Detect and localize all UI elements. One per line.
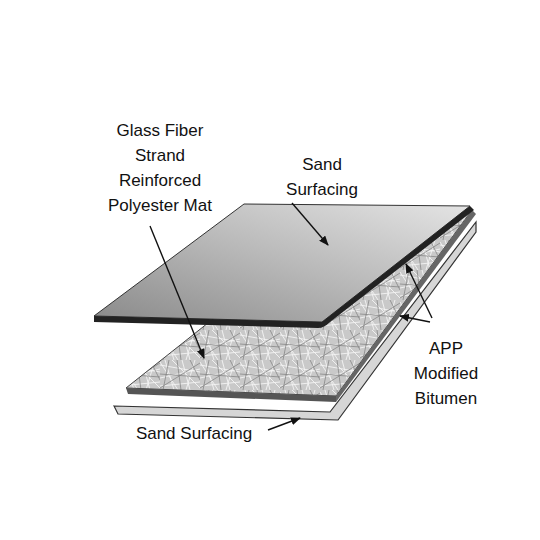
top-sheet-edge [94, 206, 474, 328]
bitumen-edge [126, 388, 336, 402]
sand-label: Sand Surfacing [276, 152, 368, 202]
sand-label: Sand Surfacing [136, 421, 252, 446]
top-sand-sheet [94, 204, 470, 322]
leader-lines [150, 203, 432, 430]
mat-label: Glass Fiber Strand Reinforced Polyester … [101, 118, 219, 218]
bitumen-label: APP Modified Bitumen [405, 336, 487, 411]
